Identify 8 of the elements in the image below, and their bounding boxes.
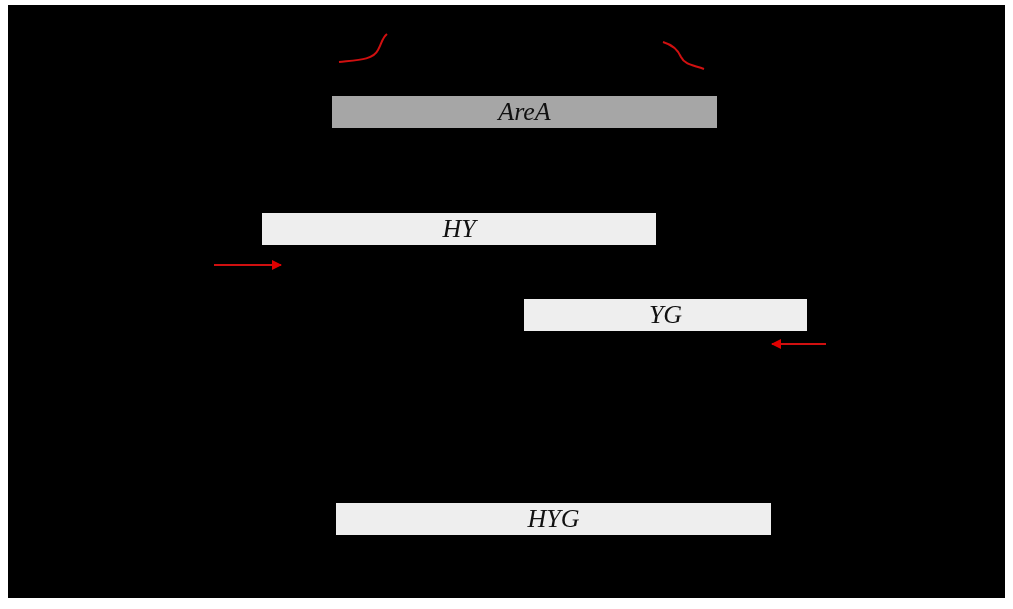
bar bbox=[262, 213, 656, 245]
bar bbox=[332, 96, 717, 128]
bar-label: YG bbox=[648, 300, 683, 330]
bar-label: HY bbox=[442, 214, 476, 244]
bar-label: AreA bbox=[498, 97, 551, 127]
bar bbox=[524, 299, 807, 331]
bar-label: HYG bbox=[527, 504, 580, 534]
bar bbox=[336, 503, 771, 535]
